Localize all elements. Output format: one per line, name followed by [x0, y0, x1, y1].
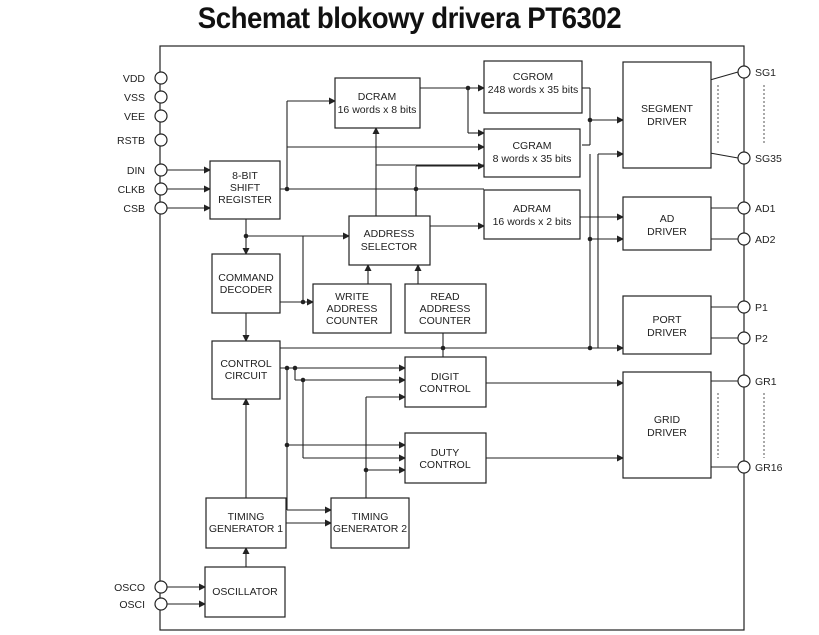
shift-register-label-2: SHIFT [230, 182, 261, 194]
cgram-size: 8 words x 35 bits [493, 153, 572, 165]
control-circuit-label-1: CONTROL [220, 358, 271, 370]
pin-sg35-label: SG35 [755, 153, 782, 165]
pin-osci-circle [154, 597, 168, 611]
address-selector-block: ADDRESS SELECTOR [348, 215, 431, 266]
pin-vdd-label: VDD [123, 73, 146, 85]
command-decoder-label-2: DECODER [220, 284, 273, 296]
port-driver-label-1: PORT [653, 314, 683, 326]
pin-vss-label: VSS [124, 92, 145, 104]
cgrom-size: 248 words x 35 bits [488, 84, 578, 96]
pin-clkb-label: CLKB [118, 184, 145, 196]
junction-dots [243, 85, 593, 473]
pin-p1-label: P1 [755, 302, 768, 314]
write-address-counter-label-2: ADDRESS [327, 303, 378, 315]
adram-block: ADRAM 16 words x 2 bits [483, 189, 581, 240]
pin-ad2-circle [737, 232, 751, 246]
timing-generator-2-label-1: TIMING [352, 511, 389, 523]
ad-driver-label-1: AD [660, 213, 675, 225]
adram-label: ADRAM [513, 203, 551, 215]
pin-ad1-label: AD1 [755, 203, 776, 215]
cgram-label: CGRAM [512, 140, 551, 152]
pin-vdd-circle [154, 71, 168, 85]
timing-generator-1-block: TIMING GENERATOR 1 [205, 497, 287, 549]
left-pins: VDD VSS VEE RSTB DIN CLKB CSB OSCO OSCI [114, 71, 168, 611]
digit-control-label-1: DIGIT [431, 371, 460, 383]
pin-rstb-circle [154, 133, 168, 147]
pin-sg35-circle [737, 151, 751, 165]
timing-generator-2-label-2: GENERATOR 2 [333, 523, 407, 535]
write-address-counter-label-3: COUNTER [326, 315, 378, 327]
pin-vss-circle [154, 90, 168, 104]
pin-p2-label: P2 [755, 333, 768, 345]
address-selector-label-2: SELECTOR [361, 241, 418, 253]
timing-generator-1-label-2: GENERATOR 1 [209, 523, 283, 535]
read-address-counter-label-3: COUNTER [419, 315, 471, 327]
pin-vee-circle [154, 109, 168, 123]
timing-generator-1-label-1: TIMING [228, 511, 265, 523]
cgrom-label: CGROM [513, 71, 553, 83]
read-address-counter-block: READ ADDRESS COUNTER [404, 283, 487, 334]
pin-gr1-label: GR1 [755, 376, 777, 388]
wires [166, 71, 765, 608]
pin-osco-label: OSCO [114, 582, 145, 594]
cgram-block: CGRAM 8 words x 35 bits [483, 128, 581, 178]
oscillator-block: OSCILLATOR [204, 566, 286, 618]
pin-sg1-label: SG1 [755, 67, 776, 79]
write-address-counter-block: WRITE ADDRESS COUNTER [312, 283, 392, 334]
command-decoder-block: COMMAND DECODER [211, 253, 281, 314]
oscillator-label: OSCILLATOR [212, 586, 278, 598]
pin-din-label: DIN [127, 165, 145, 177]
pin-gr16-circle [737, 460, 751, 474]
read-address-counter-label-2: ADDRESS [420, 303, 471, 315]
adram-size: 16 words x 2 bits [493, 216, 572, 228]
digit-control-block: DIGIT CONTROL [404, 356, 487, 408]
pin-osco-circle [154, 580, 168, 594]
pin-gr1-circle [737, 374, 751, 388]
command-decoder-label-1: COMMAND [218, 272, 274, 284]
duty-control-label-2: CONTROL [419, 459, 470, 471]
pin-gr16-label: GR16 [755, 462, 783, 474]
cgrom-block: CGROM 248 words x 35 bits [483, 60, 583, 114]
grid-driver-label-2: DRIVER [647, 427, 687, 439]
dcram-label: DCRAM [358, 91, 397, 103]
segment-driver-label-2: DRIVER [647, 116, 687, 128]
duty-control-label-1: DUTY [431, 447, 460, 459]
pin-p1-circle [737, 300, 751, 314]
shift-register-block: 8-BIT SHIFT REGISTER [209, 160, 281, 220]
pin-ad2-label: AD2 [755, 234, 776, 246]
pin-vee-label: VEE [124, 111, 145, 123]
pin-csb-label: CSB [123, 203, 145, 215]
pin-csb-circle [154, 201, 168, 215]
control-circuit-block: CONTROL CIRCUIT [211, 340, 281, 400]
segment-driver-block: SEGMENT DRIVER [622, 61, 712, 169]
dcram-size: 16 words x 8 bits [338, 104, 417, 116]
address-selector-label-1: ADDRESS [364, 228, 415, 240]
grid-driver-block: GRID DRIVER [622, 371, 712, 479]
grid-driver-label-1: GRID [654, 414, 681, 426]
port-driver-label-2: DRIVER [647, 327, 687, 339]
pin-rstb-label: RSTB [117, 135, 145, 147]
pin-clkb-circle [154, 182, 168, 196]
right-pins: SG1 SG35 AD1 AD2 P1 P2 GR1 GR16 [737, 65, 783, 474]
pin-ad1-circle [737, 201, 751, 215]
pin-osci-label: OSCI [119, 599, 145, 611]
segment-driver-label-1: SEGMENT [641, 103, 694, 115]
read-address-counter-label-1: READ [430, 291, 460, 303]
diagram-title: Schemat blokowy drivera PT6302 [197, 2, 622, 35]
pin-sg1-circle [737, 65, 751, 79]
port-driver-block: PORT DRIVER [622, 295, 712, 355]
dcram-block: DCRAM 16 words x 8 bits [334, 77, 421, 129]
duty-control-block: DUTY CONTROL [404, 432, 487, 484]
ad-driver-label-2: DRIVER [647, 226, 687, 238]
pin-din-circle [154, 163, 168, 177]
pin-p2-circle [737, 331, 751, 345]
write-address-counter-label-1: WRITE [335, 291, 369, 303]
control-circuit-label-2: CIRCUIT [225, 370, 268, 382]
ad-driver-block: AD DRIVER [622, 196, 712, 251]
digit-control-label-2: CONTROL [419, 383, 470, 395]
timing-generator-2-block: TIMING GENERATOR 2 [330, 497, 410, 549]
shift-register-label-1: 8-BIT [232, 170, 258, 182]
shift-register-label-3: REGISTER [218, 194, 272, 206]
